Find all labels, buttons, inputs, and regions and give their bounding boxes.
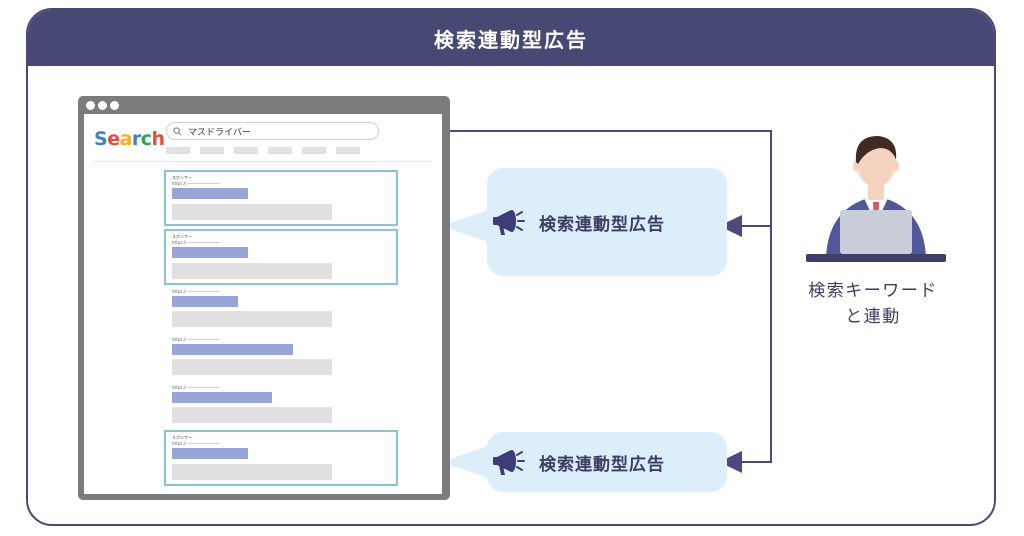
person-caption: 検索キーワード と連動 bbox=[792, 278, 954, 330]
result-title bbox=[172, 188, 248, 199]
tab-placeholder[interactable] bbox=[268, 147, 292, 154]
sponsored-result[interactable]: スポンサー https:// ———————— bbox=[164, 170, 398, 226]
result-snippet bbox=[172, 263, 332, 279]
sponsor-label: スポンサー bbox=[172, 234, 192, 239]
result-snippet bbox=[172, 311, 332, 327]
result-url: https:// ———————— bbox=[172, 441, 220, 446]
window-dot bbox=[98, 100, 107, 110]
result-url: https:// ———————— bbox=[172, 240, 220, 245]
search-tabs bbox=[166, 147, 360, 154]
organic-result[interactable]: https:// ———————— bbox=[166, 286, 398, 340]
sponsor-label: スポンサー bbox=[172, 175, 192, 180]
result-title bbox=[172, 344, 293, 355]
result-title bbox=[172, 392, 272, 403]
result-url: https:// ———————— bbox=[172, 181, 220, 186]
bubble-tail-upper bbox=[441, 206, 500, 246]
result-snippet bbox=[172, 204, 332, 220]
result-url: https:// ———————— bbox=[172, 289, 220, 294]
result-snippet bbox=[172, 407, 332, 423]
search-icon bbox=[173, 126, 182, 136]
ad-callout-lower: 検索連動型広告 bbox=[487, 432, 727, 492]
arrow-head-upper bbox=[719, 215, 742, 237]
result-url: https:// ———————— bbox=[172, 385, 220, 390]
diagram-title: 検索連動型広告 bbox=[28, 10, 994, 66]
megaphone-icon bbox=[489, 202, 529, 242]
divider bbox=[94, 161, 432, 162]
search-input[interactable]: マスドライバー bbox=[166, 122, 379, 140]
person-with-laptop-icon bbox=[806, 136, 946, 262]
caption-line: 検索キーワード bbox=[808, 281, 938, 301]
result-title bbox=[172, 247, 248, 258]
browser-window: Search マスドライバー スポンサー https:// ———————— ス… bbox=[78, 96, 450, 500]
result-title bbox=[172, 296, 238, 307]
window-dots bbox=[86, 98, 119, 112]
organic-result[interactable]: https:// ———————— bbox=[166, 382, 398, 436]
browser-content: Search マスドライバー スポンサー https:// ———————— ス… bbox=[84, 114, 442, 494]
query-connector bbox=[264, 130, 772, 463]
ad-callout-upper: 検索連動型広告 bbox=[487, 168, 727, 276]
result-url: https:// ———————— bbox=[172, 337, 220, 342]
search-logo: Search bbox=[94, 128, 165, 150]
callout-label: 検索連動型広告 bbox=[539, 214, 665, 235]
result-snippet bbox=[172, 359, 332, 375]
tab-placeholder[interactable] bbox=[234, 147, 258, 154]
tab-placeholder[interactable] bbox=[166, 147, 190, 154]
tab-placeholder[interactable] bbox=[200, 147, 224, 154]
sponsored-result[interactable]: スポンサー https:// ———————— bbox=[164, 430, 398, 486]
bubble-tail-lower bbox=[441, 442, 500, 482]
tab-placeholder[interactable] bbox=[336, 147, 360, 154]
search-query: マスドライバー bbox=[188, 127, 251, 138]
sponsor-label: スポンサー bbox=[172, 435, 192, 440]
tab-placeholder[interactable] bbox=[302, 147, 326, 154]
arrow-head-lower bbox=[719, 451, 742, 473]
window-dot bbox=[110, 100, 119, 110]
result-title bbox=[172, 448, 248, 459]
caption-line: と連動 bbox=[845, 307, 901, 327]
organic-result[interactable]: https:// ———————— bbox=[166, 334, 398, 388]
megaphone-icon bbox=[489, 442, 529, 482]
sponsored-result[interactable]: スポンサー https:// ———————— bbox=[164, 229, 398, 285]
callout-label: 検索連動型広告 bbox=[539, 454, 665, 475]
window-dot bbox=[86, 100, 95, 110]
result-snippet bbox=[172, 464, 332, 480]
